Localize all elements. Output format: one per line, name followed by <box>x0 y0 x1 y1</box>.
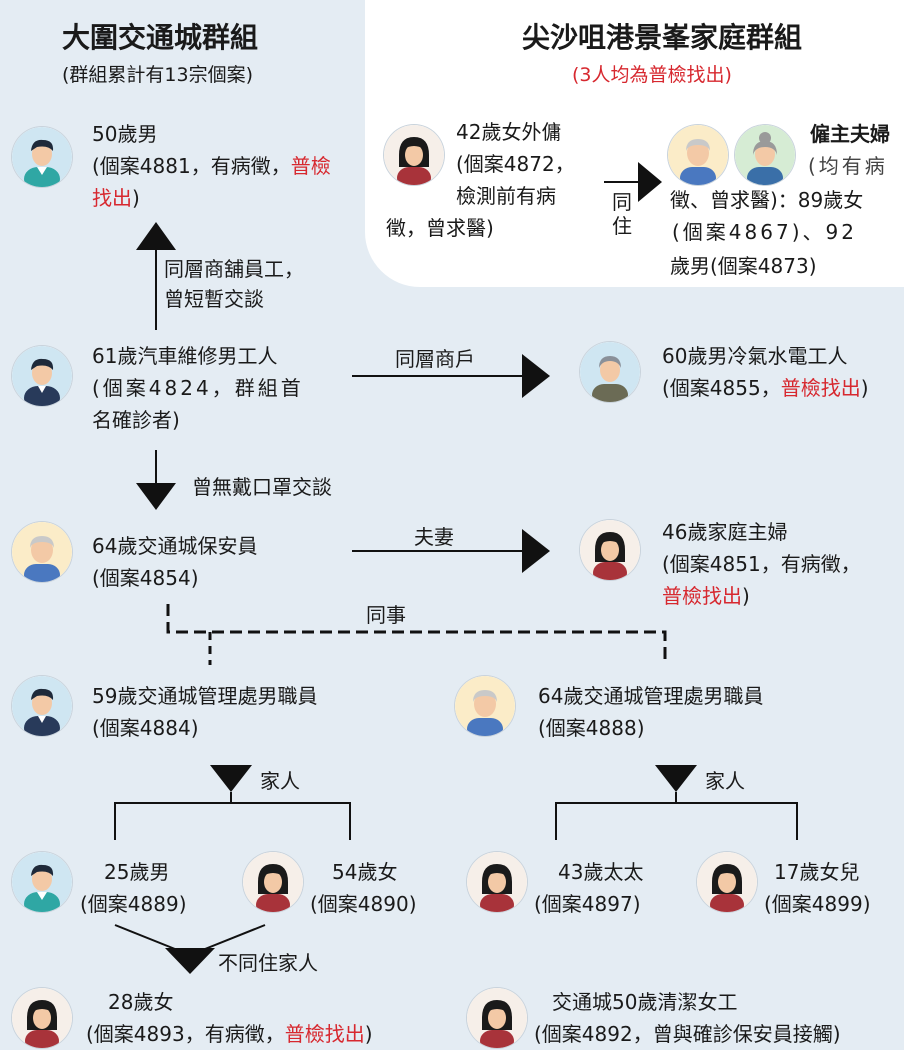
avatar-elderly-man-icon <box>668 125 728 185</box>
avatar-male-staff-icon <box>12 676 72 736</box>
avatar-young-female-icon <box>12 988 72 1048</box>
right-group-subtitle: (3人均為普檢找出) <box>572 64 732 86</box>
node-4884: 59歲交通城管理處男職員 (個案4884) <box>92 680 317 744</box>
node-name: 59歲交通城管理處男職員 <box>92 684 318 708</box>
node-name: 54歲女 <box>332 860 398 884</box>
node-employers-line5: 歲男(個案4873) <box>670 254 817 278</box>
screening-found: 普檢找出 <box>284 1022 365 1046</box>
node-detail: (個案4881，有病徵， <box>92 154 291 178</box>
arrow-down-not-cohabit <box>165 948 215 974</box>
avatar-elderly-woman-icon <box>735 125 795 185</box>
avatar-housewife-icon <box>580 520 640 580</box>
node-employers-line2: (均有病 <box>808 154 888 178</box>
node-name: 17歲女兒 <box>774 860 860 884</box>
edge-label-no-mask: 曾無戴口罩交談 <box>192 475 332 499</box>
edge-dashed-colleague <box>166 604 667 665</box>
arrow-right-cohabit <box>638 162 662 202</box>
node-4881: 50歲男 (個案4881，有病徵，普檢找出) <box>92 118 352 214</box>
node-employers-name: 僱主夫婦 <box>810 122 890 146</box>
screening-found: 普檢找出 <box>780 376 861 400</box>
node-name: 25歲男 <box>104 860 170 884</box>
node-4892: 交通城50歲清潔女工 (個案4892，曾與確診保安員接觸) <box>534 986 841 1050</box>
right-group-title: 尖沙咀港景峯家庭群組 <box>522 21 803 54</box>
node-4854: 64歲交通城保安員 (個案4854) <box>92 530 257 594</box>
right-group-panel <box>365 0 904 287</box>
node-4890: 54歲女 (個案4890) <box>310 856 417 920</box>
node-4872-line4: 徵，曾求醫) <box>386 216 494 240</box>
avatar-security-guard-icon <box>12 522 72 582</box>
avatar-daughter-icon <box>697 852 757 912</box>
avatar-female-icon <box>243 852 303 912</box>
edge-label-colleague: 同事 <box>366 603 406 627</box>
edge-label-brief-talk: 曾短暫交談 <box>164 287 264 311</box>
node-4899: 17歲女兒 (個案4899) <box>764 856 871 920</box>
node-name: 60歲男冷氣水電工人 <box>662 344 848 368</box>
left-group-subtitle: (群組累計有13宗個案) <box>62 64 254 86</box>
edge-label-family-left: 家人 <box>260 769 300 793</box>
node-name: 46歲家庭主婦 <box>662 520 788 544</box>
node-name: 61歲汽車維修男工人 <box>92 344 278 368</box>
arrow-up <box>136 222 176 250</box>
edge-label-spouse: 夫妻 <box>414 525 454 549</box>
node-name: 交通城50歲清潔女工 <box>552 990 738 1014</box>
node-name: 43歲太太 <box>558 860 644 884</box>
node-4824: 61歲汽車維修男工人 (個案4824，群組首 名確診者) <box>92 340 342 436</box>
edge-label-coworker: 同層商舖員工， <box>164 257 304 281</box>
edge-label-family-right: 家人 <box>705 769 745 793</box>
avatar-elderly-staff-icon <box>455 676 515 736</box>
edge-label-not-cohabit: 不同住家人 <box>218 951 318 975</box>
node-name: 64歲交通城保安員 <box>92 534 258 558</box>
left-group-title: 大圍交通城群組 <box>62 21 259 54</box>
avatar-male-icon <box>12 127 72 187</box>
edge-label-same-floor: 同層商戶 <box>395 347 475 371</box>
arrow-right-same-floor <box>522 354 550 398</box>
avatar-male-worker-icon <box>12 346 72 406</box>
node-4897: 43歲太太 (個案4897) <box>534 856 643 920</box>
node-name: 50歲男 <box>92 122 158 146</box>
node-employers-line3: 徵、曾求醫)：89歲女 <box>670 188 864 212</box>
screening-found: 普檢找出 <box>92 154 331 210</box>
node-name: 64歲交通城管理處男職員 <box>538 684 764 708</box>
avatar-young-male-icon <box>12 852 72 912</box>
node-name: 42歲女外傭 <box>456 120 562 144</box>
node-4851: 46歲家庭主婦 (個案4851，有病徵， 普檢找出) <box>662 516 902 612</box>
node-4855: 60歲男冷氣水電工人 (個案4855，普檢找出) <box>662 340 869 404</box>
node-4888: 64歲交通城管理處男職員 (個案4888) <box>538 680 763 744</box>
arrow-down-family-left <box>210 765 252 792</box>
avatar-cleaner-icon <box>467 988 527 1048</box>
edge-label-cohabit: 同 住 <box>612 190 632 238</box>
node-4872: 42歲女外傭 (個案4872， 檢測前有病 <box>456 116 606 212</box>
node-4893: 28歲女 (個案4893，有病徵，普檢找出) <box>86 986 373 1050</box>
avatar-male-technician-icon <box>580 342 640 402</box>
node-4889: 25歲男 (個案4889) <box>80 856 187 920</box>
avatar-wife-icon <box>467 852 527 912</box>
arrow-down-family-right <box>655 765 697 792</box>
avatar-female-maid-icon <box>384 125 444 185</box>
screening-found: 普檢找出 <box>662 584 742 608</box>
node-employers-line4: (個案4867)、92 <box>672 220 857 244</box>
arrow-right-spouse <box>522 529 550 573</box>
arrow-down-mask <box>136 483 176 510</box>
node-name: 28歲女 <box>108 990 174 1014</box>
